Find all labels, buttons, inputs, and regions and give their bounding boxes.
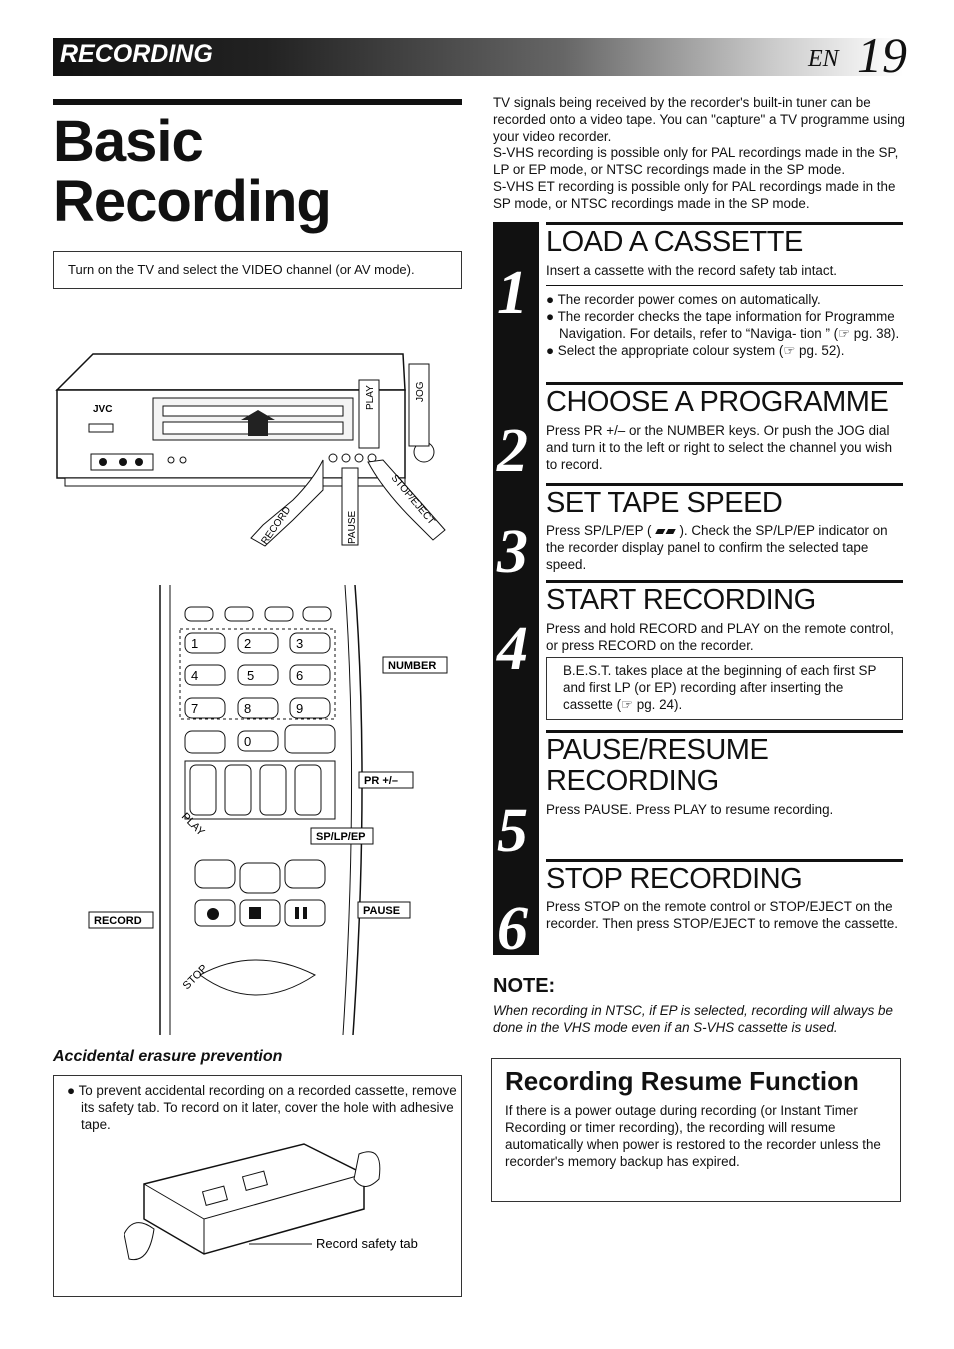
step-1-text: Insert a cassette with the record safety… bbox=[546, 263, 838, 278]
remote-key-8: 8 bbox=[244, 701, 251, 716]
step-3-text: Press SP/LP/EP ( ▰▰ ). Check the SP/LP/E… bbox=[546, 523, 888, 572]
vcr-jog-label: JOG bbox=[415, 381, 426, 402]
step-6-title: STOP RECORDING bbox=[546, 863, 803, 895]
step-5-text: Press PAUSE. Press PLAY to resume record… bbox=[546, 802, 834, 817]
step-1-rule bbox=[546, 222, 903, 225]
language-code: EN bbox=[808, 46, 839, 72]
best-note-box: B.E.S.T. takes place at the beginning of… bbox=[546, 657, 903, 720]
remote-key-0: 0 bbox=[244, 734, 251, 749]
step-1-bullet: ● The recorder power comes on automatica… bbox=[546, 292, 821, 307]
page-number: 19 bbox=[857, 27, 907, 83]
erasure-caption: Accidental erasure prevention bbox=[53, 1048, 283, 1065]
section-title: RECORDING bbox=[60, 40, 213, 68]
step-number-3: 3 bbox=[497, 518, 528, 586]
remote-key-7: 7 bbox=[191, 701, 198, 716]
step-number-2: 2 bbox=[497, 417, 528, 485]
step-4-text: Press and hold RECORD and PLAY on the re… bbox=[546, 621, 894, 653]
step-4-rule bbox=[546, 580, 903, 583]
intro-paragraph-1: TV signals being received by the recorde… bbox=[493, 95, 905, 144]
remote-key-4: 4 bbox=[191, 668, 198, 683]
safety-tab-label: Record safety tab bbox=[316, 1236, 418, 1251]
vcr-brand: JVC bbox=[93, 404, 112, 415]
intro-paragraph-2: S-VHS recording is possible only for PAL… bbox=[493, 145, 899, 178]
remote-key-3: 3 bbox=[296, 636, 303, 651]
step-number-4: 4 bbox=[497, 615, 528, 683]
header-bar bbox=[53, 38, 903, 76]
erasure-text: ● To prevent accidental recording on a r… bbox=[67, 1083, 457, 1132]
step-2-rule bbox=[546, 382, 903, 385]
remote-pr-label: PR +/– bbox=[364, 775, 398, 787]
intro-box: Turn on the TV and select the VIDEO chan… bbox=[53, 251, 462, 289]
title-line-1: Basic bbox=[53, 109, 204, 174]
step-1-title: LOAD A CASSETTE bbox=[546, 226, 803, 258]
step-1-bullets: ● The recorder power comes on automatica… bbox=[546, 291, 903, 359]
resume-box: Recording Resume Function If there is a … bbox=[491, 1058, 901, 1202]
cassette-illustration: Record safety tab bbox=[124, 1143, 418, 1261]
step-column bbox=[493, 222, 539, 955]
vcr-play-label: PLAY bbox=[365, 385, 376, 410]
vcr-illustration: JVC RECORD PAUSE STOP/EJECT PLAY JOG bbox=[55, 353, 446, 547]
title-rule bbox=[53, 99, 462, 105]
remote-key-6: 6 bbox=[296, 668, 303, 683]
title-line-2: Recording bbox=[53, 169, 332, 234]
step-1-bullet: ● The recorder checks the tape informati… bbox=[546, 309, 900, 341]
erasure-box: ● To prevent accidental recording on a r… bbox=[53, 1075, 462, 1297]
remote-pause-label: PAUSE bbox=[363, 905, 400, 917]
resume-text: If there is a power outage during record… bbox=[505, 1103, 881, 1169]
remote-number-label: NUMBER bbox=[388, 660, 436, 672]
step-number-6: 6 bbox=[497, 895, 528, 963]
remote-sp-label: SP/LP/EP bbox=[316, 831, 366, 843]
step-3-title: SET TAPE SPEED bbox=[546, 487, 783, 519]
remote-key-1: 1 bbox=[191, 636, 198, 651]
remote-key-5: 5 bbox=[247, 668, 254, 683]
note-title: NOTE: bbox=[493, 975, 556, 997]
page-title: Basic Recording bbox=[53, 109, 332, 234]
step-6-text: Press STOP on the remote control or STOP… bbox=[546, 899, 899, 931]
step-5-title: PAUSE/RESUME RECORDING bbox=[546, 734, 769, 797]
intro-paragraph-3: S-VHS ET recording is possible only for … bbox=[493, 178, 896, 211]
step-2-text: Press PR +/– or the NUMBER keys. Or push… bbox=[546, 423, 893, 472]
resume-title: Recording Resume Function bbox=[505, 1066, 859, 1096]
step-5-rule bbox=[546, 730, 903, 733]
step-2-title: CHOOSE A PROGRAMME bbox=[546, 386, 889, 418]
step-number-1: 1 bbox=[497, 259, 528, 327]
step-4-title: START RECORDING bbox=[546, 584, 816, 616]
remote-record-label: RECORD bbox=[94, 915, 142, 927]
right-intro: TV signals being received by the recorde… bbox=[493, 95, 905, 213]
step-6-rule bbox=[546, 859, 903, 862]
step-number-5: 5 bbox=[497, 797, 528, 865]
vcr-pause-label: PAUSE bbox=[347, 511, 358, 544]
remote-key-2: 2 bbox=[244, 636, 251, 651]
remote-key-9: 9 bbox=[296, 701, 303, 716]
step-1-bullet: ● Select the appropriate colour system (… bbox=[546, 343, 845, 358]
step-3-rule bbox=[546, 483, 903, 486]
note-text: When recording in NTSC, if EP is selecte… bbox=[493, 1003, 893, 1035]
step-1-divider bbox=[546, 285, 903, 286]
remote-illustration: 1 2 3 4 5 6 7 8 9 0 NUMBER PR +/– SP/LP/… bbox=[88, 585, 448, 1036]
